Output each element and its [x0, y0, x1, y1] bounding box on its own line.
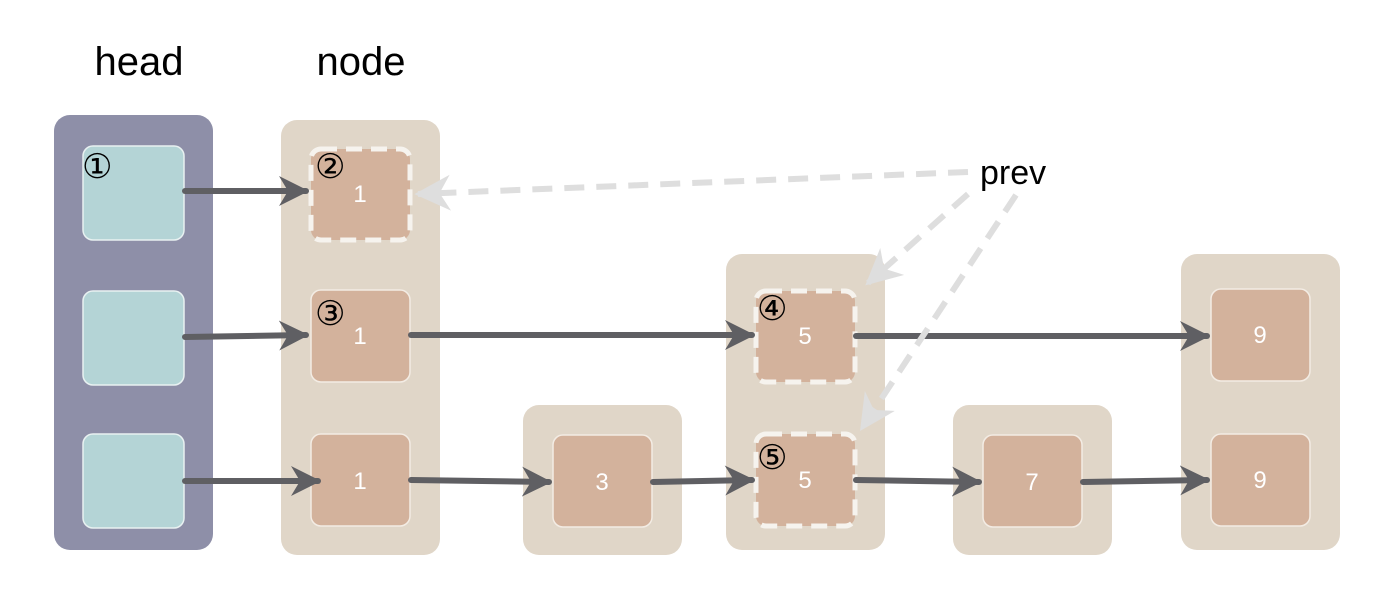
head-cell-mid [82, 290, 185, 386]
node-1-top-value: 1 [353, 181, 366, 208]
step-marker-1: ① [82, 148, 112, 186]
step-marker-3: ③ [315, 295, 345, 333]
node1-to-node3-arrow [408, 466, 552, 497]
node-1-level-top [308, 146, 413, 243]
step-marker-2: ② [315, 148, 345, 186]
node5-to-node7-arrow [853, 466, 982, 497]
prev-label: prev [980, 154, 1046, 192]
node-3-value: 3 [595, 469, 608, 496]
node-9-mid-value: 9 [1253, 322, 1266, 349]
node-9-level-mid [1210, 288, 1311, 382]
prev-arrow-to-node1 [414, 169, 969, 211]
node-7-value: 7 [1025, 469, 1038, 496]
step-marker-4: ④ [757, 290, 787, 328]
head-cell-bot [82, 433, 185, 529]
node-1-mid-value: 1 [353, 323, 366, 350]
prev-arrow-to-node5-bot [859, 193, 1019, 432]
head-mid-arrow [182, 320, 309, 351]
node-5-bot-value: 5 [798, 467, 811, 494]
node-title: node [317, 40, 406, 84]
node-1-bot-value: 1 [353, 468, 366, 495]
prev-arrow-to-node5-mid [865, 191, 970, 286]
step-marker-5: ⑤ [757, 439, 787, 477]
node-5-mid-value: 5 [798, 323, 811, 350]
head-title: head [95, 40, 184, 84]
node-9-level-bot [1210, 433, 1311, 527]
node-9-bot-value: 9 [1253, 467, 1266, 494]
node7-to-node9-arrow [1080, 465, 1210, 496]
node3-to-node5-arrow [650, 465, 755, 496]
